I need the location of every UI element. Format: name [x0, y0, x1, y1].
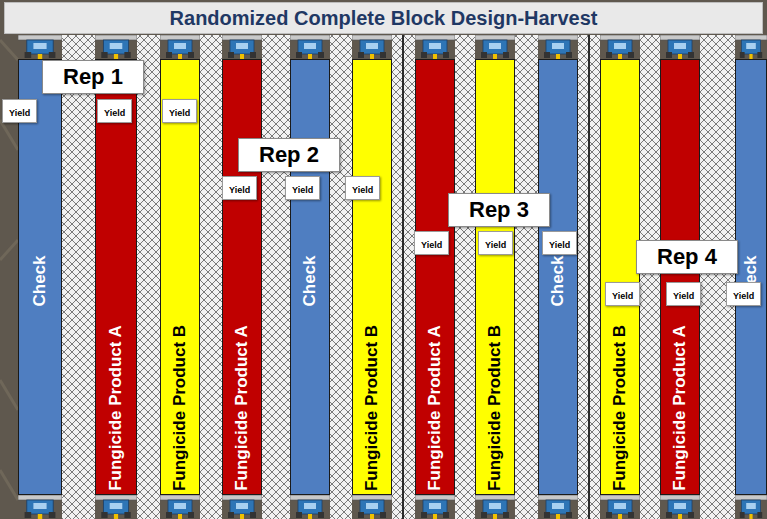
plot-label: Fungicide Product B	[362, 325, 382, 491]
rep-label: Rep 4	[657, 244, 717, 269]
yield-label-box: Yield	[345, 176, 380, 200]
rep-label-box: Rep 2	[238, 138, 340, 172]
yield-label: Yield	[485, 240, 506, 250]
plot-strip: Fungicide Product B	[160, 59, 200, 495]
yield-label: Yield	[421, 240, 442, 250]
plot-label: Fungicide Product A	[425, 325, 445, 491]
yield-label-box: Yield	[542, 231, 577, 255]
yield-label-box: Yield	[162, 99, 197, 123]
yield-label: Yield	[612, 291, 633, 301]
yield-label: Yield	[733, 291, 754, 301]
plot-strip: Fungicide Product B	[475, 59, 515, 495]
yield-label: Yield	[169, 108, 190, 118]
plot-label: Check	[548, 255, 568, 306]
plot-strip: Check	[290, 59, 330, 495]
plot-label: Fungicide Product A	[670, 325, 690, 491]
yield-label: Yield	[9, 108, 30, 118]
rep-label-box: Rep 3	[448, 193, 550, 227]
yield-label-box: Yield	[2, 99, 37, 123]
title-bar: Randomized Complete Block Design-Harvest	[4, 2, 763, 34]
plot-label: Fungicide Product B	[485, 325, 505, 491]
yield-label-box: Yield	[414, 231, 449, 255]
plot-strip: Fungicide Product A	[95, 59, 137, 495]
yield-label-box: Yield	[666, 282, 701, 306]
yield-label: Yield	[104, 108, 125, 118]
rep-label: Rep 3	[469, 197, 529, 222]
yield-label-box: Yield	[285, 176, 320, 200]
plot-label: Fungicide Product A	[106, 325, 126, 491]
yield-label-box: Yield	[605, 282, 640, 306]
plot-label: Fungicide Product B	[610, 325, 630, 491]
yield-label: Yield	[352, 185, 373, 195]
yield-label-box: Yield	[726, 282, 761, 306]
yield-label-box: Yield	[222, 176, 257, 200]
plot-strip: Check	[538, 59, 578, 495]
plot-strip: Fungicide Product A	[660, 59, 700, 495]
yield-label: Yield	[673, 291, 694, 301]
rep-label: Rep 1	[63, 64, 123, 89]
yield-label-box: Yield	[478, 231, 513, 255]
plot-strip: Fungicide Product B	[352, 59, 392, 495]
yield-label-box: Yield	[97, 99, 132, 123]
yield-label: Yield	[229, 185, 250, 195]
rep-label: Rep 2	[259, 142, 319, 167]
plot-strip: Check	[18, 59, 62, 495]
plot-label: Check	[300, 255, 320, 306]
plot-strip: Fungicide Product A	[415, 59, 455, 495]
plot-strip: Check	[735, 59, 767, 495]
plot-strip: Fungicide Product B	[600, 59, 640, 495]
rep-label-box: Rep 1	[42, 60, 144, 94]
plot-label: Fungicide Product B	[170, 325, 190, 491]
plot-strip: Fungicide Product A	[222, 59, 262, 495]
yield-label: Yield	[549, 240, 570, 250]
plot-label: Check	[30, 255, 50, 306]
hatched-alley	[62, 35, 735, 519]
rep-label-box: Rep 4	[636, 240, 738, 274]
combine-icon	[18, 35, 767, 519]
plot-label: Fungicide Product A	[232, 325, 252, 491]
title: Randomized Complete Block Design-Harvest	[170, 7, 598, 30]
yield-label: Yield	[292, 185, 313, 195]
